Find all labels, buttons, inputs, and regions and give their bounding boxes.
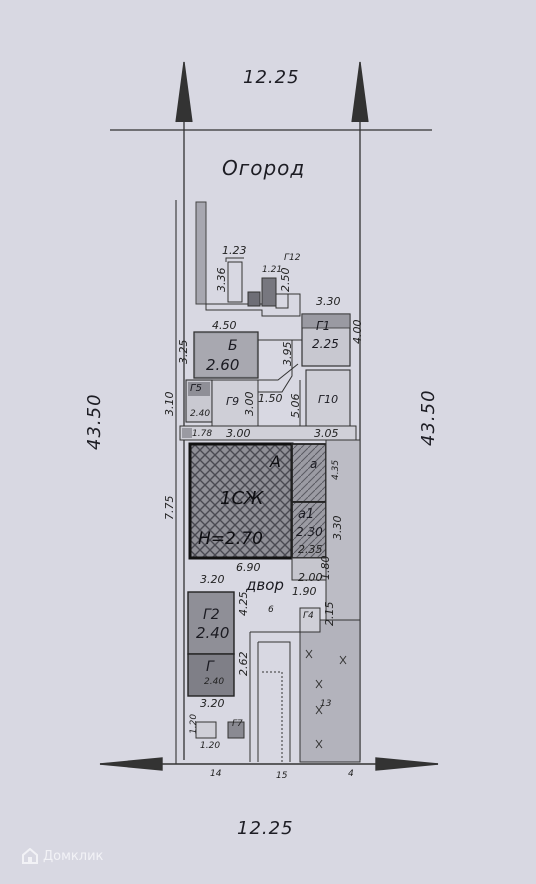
dim-2-00: 2.00 (298, 571, 323, 584)
yard-label: двор (246, 576, 284, 594)
dim-5-06: 5.06 (289, 393, 302, 419)
dim-3-30-v: 3.30 (331, 515, 344, 541)
bottom-dimension-line (99, 757, 439, 771)
main-house-label: 1СЖ (220, 488, 264, 509)
main-house-letter: А (270, 452, 281, 471)
main-house-height: Н=2.70 (198, 529, 263, 549)
extension-a1-height: 2.30 (296, 525, 323, 539)
room-g7-name: Г7 (232, 719, 243, 729)
dim-1-90: 1.90 (292, 585, 317, 598)
dim-2-62: 2.62 (237, 651, 250, 677)
room-g12-name: Г12 (284, 253, 301, 263)
dim-3-36: 3.36 (215, 267, 228, 293)
fence-marks (305, 649, 347, 749)
room-g1-height: 2.25 (312, 337, 339, 351)
domclick-watermark: Домклик (22, 848, 103, 864)
room-g2-height: 2.40 (196, 624, 230, 642)
main-house-a (188, 442, 294, 560)
top-width-label: 12.25 (243, 67, 300, 88)
building-g (187, 653, 235, 697)
building-small-lower (195, 721, 217, 739)
dim-3-20-bottom: 3.20 (200, 697, 225, 710)
building-g7 (227, 721, 245, 739)
dim-3-05: 3.05 (314, 427, 339, 440)
dim-4-00: 4.00 (351, 319, 364, 345)
dim-3-95: 3.95 (281, 341, 294, 367)
room-g-name: Г (206, 659, 214, 675)
garden-label: Огород (222, 156, 306, 180)
building-g4 (299, 607, 321, 633)
dim-2-50: 2.50 (279, 267, 292, 293)
room-b-height: 2.60 (206, 356, 240, 374)
bottom-width-label: 12.25 (237, 818, 294, 839)
dim-1-20-v: 1.20 (189, 713, 199, 734)
dim-1-78: 1.78 (192, 429, 213, 439)
strip-above-house (179, 425, 357, 441)
domclick-logo-icon (22, 848, 38, 864)
room-g2-name: Г2 (203, 607, 220, 623)
narrow-strip (195, 201, 207, 305)
right-length-label: 43.50 (418, 389, 439, 446)
room-g4-name: Г4 (303, 611, 314, 621)
dim-3-10: 3.10 (163, 391, 176, 417)
room-g5-name: Г5 (190, 383, 202, 394)
dim-3-25: 3.25 (177, 339, 190, 365)
dim-6-90: 6.90 (236, 561, 261, 574)
dim-3-00-h: 3.00 (226, 427, 251, 440)
dim-7-75: 7.75 (163, 495, 176, 521)
dim-1-23: 1.23 (222, 244, 247, 257)
dim-1-80: 1.80 (319, 555, 332, 581)
left-length-label: 43.50 (84, 393, 105, 450)
dim-3-20-top: 3.20 (200, 573, 225, 586)
dim-4: 4 (348, 769, 354, 779)
room-b-name: Б (228, 338, 238, 354)
dim-3-00-v: 3.00 (243, 391, 256, 417)
top-dimension-line (110, 61, 432, 760)
dim-4-50: 4.50 (212, 319, 237, 332)
dim-2-15: 2.15 (323, 601, 336, 627)
dim-15: 15 (276, 771, 288, 781)
upper-outbuildings (205, 257, 301, 317)
dim-4-35: 4.35 (331, 459, 341, 480)
connector-walls (258, 339, 302, 393)
room-g1-name: Г1 (316, 319, 331, 333)
extension-a (291, 443, 327, 503)
room-g-height: 2.40 (204, 677, 225, 687)
room-g10-name: Г10 (318, 393, 339, 406)
room-g9-name: Г9 (226, 395, 240, 408)
dim-13: 13 (320, 699, 332, 709)
extension-a1-name: а1 (298, 507, 315, 522)
dim-4-25: 4.25 (237, 591, 250, 617)
dim-6: 6 (268, 605, 274, 615)
dim-1-20-h: 1.20 (200, 741, 221, 751)
dim-2-35: 2.35 (298, 543, 323, 556)
room-g5-height: 2.40 (190, 409, 211, 419)
extension-a-name: а (310, 457, 318, 471)
dim-3-30-top: 3.30 (316, 295, 341, 308)
dim-1-21: 1.21 (262, 265, 283, 275)
building-g10 (305, 369, 351, 429)
dim-1-50: 1.50 (258, 392, 283, 405)
watermark-text: Домклик (43, 848, 104, 864)
dim-14: 14 (210, 769, 222, 779)
building-g2 (187, 591, 235, 655)
